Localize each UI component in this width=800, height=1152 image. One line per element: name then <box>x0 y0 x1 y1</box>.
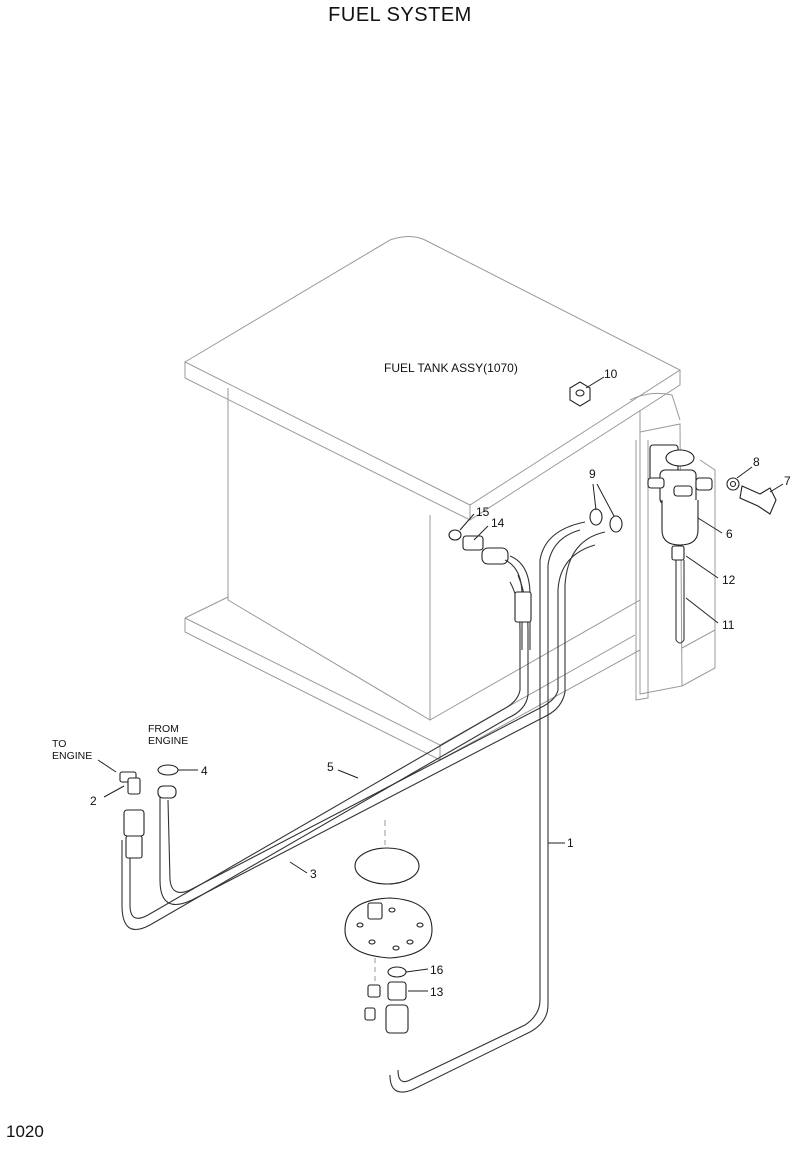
page-title: FUEL SYSTEM <box>328 4 472 26</box>
to-engine-note-line1: TO <box>52 738 66 750</box>
callout-5: 5 <box>327 760 334 774</box>
fuel-filter <box>647 444 713 546</box>
hose-1 <box>389 521 586 1093</box>
callout-16: 16 <box>430 963 444 977</box>
callout-11: 11 <box>722 618 735 632</box>
fuel-tank <box>183 236 682 761</box>
callout-2: 2 <box>90 794 97 808</box>
tank-label: FUEL TANK ASSY(1070) <box>384 361 518 375</box>
leader-lines <box>97 376 784 992</box>
nut <box>569 381 591 407</box>
callout-15: 15 <box>476 505 490 519</box>
callout-4: 4 <box>201 764 208 778</box>
filter-bracket <box>629 392 716 701</box>
callout-10: 10 <box>604 367 618 381</box>
to-engine-note-line2: ENGINE <box>52 750 92 762</box>
hose-clamps <box>589 508 623 533</box>
suction-plate <box>344 820 433 1034</box>
hose-5 <box>121 574 529 930</box>
callout-14: 14 <box>491 516 505 530</box>
clamp-4 <box>157 764 179 799</box>
callout-7: 7 <box>784 474 791 488</box>
callout-9: 9 <box>589 467 596 481</box>
from-engine-note-line1: FROM <box>148 723 179 735</box>
from-engine-note-line2: ENGINE <box>148 735 188 747</box>
callout-12: 12 <box>722 573 736 587</box>
callout-6: 6 <box>726 527 733 541</box>
callout-8: 8 <box>753 455 760 469</box>
callout-13: 13 <box>430 985 444 999</box>
elbow-fitting <box>119 771 145 859</box>
drain-hose <box>671 545 685 644</box>
tank-connector <box>448 529 532 650</box>
callout-3: 3 <box>310 867 317 881</box>
callout-1: 1 <box>567 836 574 850</box>
hose-3 <box>159 531 606 905</box>
filter-bolt <box>726 477 777 515</box>
page-number: 1020 <box>6 1122 44 1141</box>
